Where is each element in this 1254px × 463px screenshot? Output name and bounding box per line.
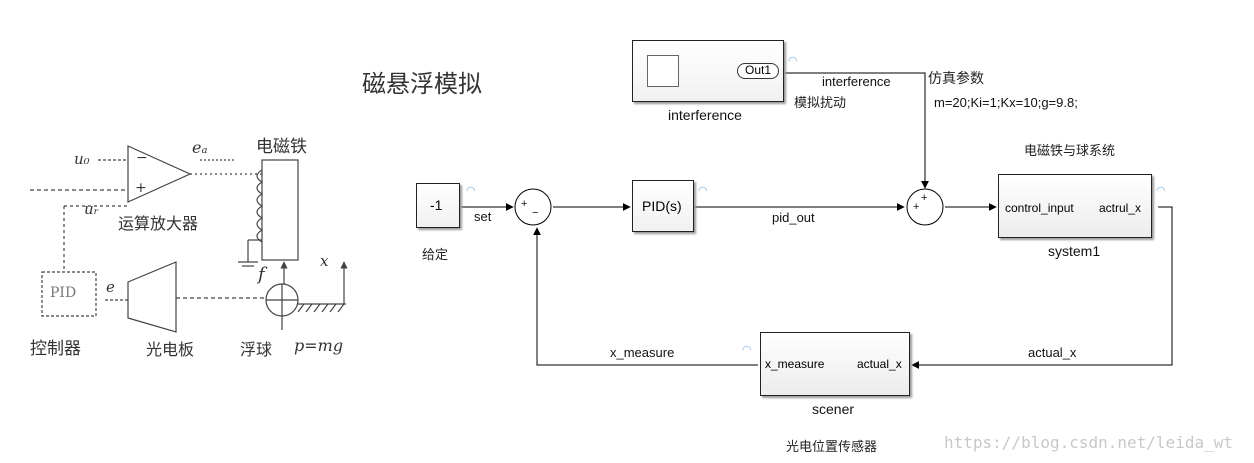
sum1-plus-sign: +: [521, 198, 528, 210]
sketch-weight-label: p=mg: [294, 336, 344, 355]
sum2-circle[interactable]: [906, 188, 944, 226]
constant-block[interactable]: -1: [416, 183, 460, 228]
signal-set-label: set: [474, 209, 492, 224]
params-text: m=20;Ki=1;Kx=10;g=9.8;: [934, 95, 1078, 110]
pid-signal-icon: ◠: [698, 185, 708, 197]
system1-input-port-label: control_input: [1005, 201, 1074, 215]
sum2-top-plus-sign: +: [921, 192, 928, 204]
signal-actual-x-label: actual_x: [1028, 345, 1077, 360]
sketch-u0-label: u₀: [74, 150, 90, 168]
signal-x-measure-label: x_measure: [610, 345, 675, 360]
interference-block-name: interference: [668, 107, 742, 123]
interference-signal-icon: ◠: [788, 55, 798, 67]
coil-winding: [256, 169, 264, 243]
system1-output-port-label: actrul_x: [1099, 201, 1142, 215]
sketch-electromagnet-label: 电磁铁: [256, 137, 307, 157]
sketch-ur-label: uᵣ: [84, 200, 99, 218]
sketch-f-label: f: [258, 264, 265, 285]
electromagnet-core: [261, 159, 299, 261]
hand-sketch: [30, 145, 348, 333]
scener-block[interactable]: x_measure actual_x: [760, 332, 910, 396]
constant-signal-icon: ◠: [466, 185, 476, 197]
constant-value: -1: [430, 197, 443, 213]
params-title: 仿真参数: [928, 71, 984, 87]
system1-block-name: system1: [1048, 243, 1101, 259]
sketch-controller-label: 控制器: [30, 339, 81, 359]
wire-x-measure: [533, 227, 758, 366]
signal-pid-out-label: pid_out: [772, 210, 815, 225]
interference-outport: [737, 63, 779, 79]
sum2-left-plus-sign: +: [913, 201, 920, 213]
scener-block-name: scener: [812, 401, 855, 417]
photo-board-symbol: [127, 261, 177, 333]
wire-interference: [784, 72, 929, 189]
sketch-pid-label: PID: [50, 285, 77, 301]
interference-caption: 模拟扰动: [794, 96, 847, 111]
system1-signal-icon: ◠: [1156, 185, 1166, 197]
signal-wires: [460, 67, 1173, 369]
sum1-circle[interactable]: [514, 188, 552, 226]
sketch-photo-board-label: 光电板: [146, 340, 195, 359]
sketch-ea-label: eₐ: [192, 138, 208, 157]
wire-actual-x: [911, 206, 1173, 369]
interference-inner-source: [647, 55, 679, 87]
sketch-amp-plus: +: [135, 180, 147, 196]
sketch-x-label: x: [320, 252, 329, 270]
constant-caption: 给定: [422, 248, 449, 263]
sketch-opamp-label: 运算放大器: [118, 214, 199, 233]
sketch-float-ball-label: 浮球: [240, 340, 273, 359]
sketch-pid-box: [41, 271, 97, 317]
sketch-amp-minus: −: [136, 150, 148, 166]
scener-output-port-label: actual_x: [857, 357, 902, 371]
sum1-minus-sign: −: [532, 207, 539, 219]
pid-label: PID(s): [642, 198, 682, 214]
sketch-e-label: e: [106, 278, 115, 296]
interference-signal-label: interference: [822, 74, 891, 89]
interference-outport-label: Out1: [745, 63, 772, 77]
scener-signal-icon: ◠: [742, 344, 752, 356]
interference-block[interactable]: Out1: [632, 40, 784, 102]
opamp-symbol: [127, 145, 192, 203]
system-caption: 电磁铁与球系统: [1024, 144, 1116, 159]
scener-caption: 光电位置传感器: [786, 440, 878, 455]
scener-input-port-label: x_measure: [765, 357, 825, 371]
watermark: https://blog.csdn.net/leida_wt: [944, 433, 1233, 452]
system1-block[interactable]: control_input actrul_x: [998, 174, 1152, 238]
pid-block[interactable]: PID(s): [632, 180, 694, 232]
page-title: 磁悬浮模拟: [362, 70, 482, 98]
